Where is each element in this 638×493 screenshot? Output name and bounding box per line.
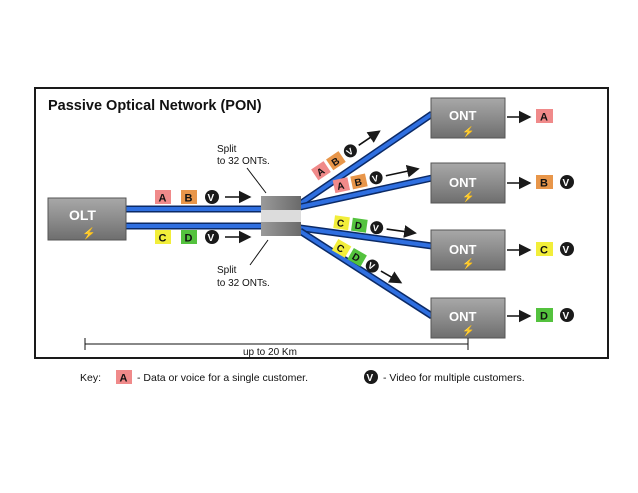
key-video-badge: V <box>367 373 374 384</box>
split-label-top-line1: Split <box>217 144 237 155</box>
split-label-bottom-line2: to 32 ONTs. <box>217 278 270 289</box>
split-label-top-line2: to 32 ONTs. <box>217 156 270 167</box>
svg-text:B: B <box>540 178 548 190</box>
stream-ont-4: C D V <box>331 238 403 284</box>
svg-text:V: V <box>345 146 356 158</box>
distance-marker: up to 20 Km <box>84 338 469 358</box>
stream-ont-2: A B V <box>332 164 420 194</box>
lightning-icon: ⚡ <box>82 227 96 240</box>
ont-label: ONT <box>449 175 477 190</box>
distance-label: up to 20 Km <box>243 347 297 358</box>
svg-text:A: A <box>540 112 548 124</box>
svg-text:D: D <box>185 233 193 245</box>
svg-text:D: D <box>350 252 362 265</box>
ont-box-3: ONT ⚡ <box>430 229 506 271</box>
fiber-lines <box>125 111 434 319</box>
svg-text:V: V <box>563 245 570 256</box>
ont-label: ONT <box>449 242 477 257</box>
split-pointer-top <box>246 167 267 194</box>
ont-output-4: D V <box>507 308 574 323</box>
ont-output-2: B V <box>507 175 574 190</box>
olt-stream-bottom: C D V <box>155 230 252 245</box>
olt-label: OLT <box>69 207 96 223</box>
svg-text:C: C <box>159 233 167 245</box>
legend-key: Key: A - Data or voice for a single cust… <box>80 370 525 385</box>
svg-text:C: C <box>334 243 346 256</box>
diagram-title: Passive Optical Network (PON) <box>48 98 262 114</box>
lightning-icon: ⚡ <box>462 324 474 337</box>
svg-text:V: V <box>372 223 379 234</box>
svg-text:A: A <box>159 193 167 205</box>
lightning-icon: ⚡ <box>462 125 474 138</box>
svg-text:C: C <box>336 218 345 230</box>
svg-text:A: A <box>336 181 345 193</box>
splitter <box>261 196 301 236</box>
olt-box: OLT ⚡ <box>47 197 127 241</box>
ont-output-1: A <box>507 109 553 124</box>
svg-text:D: D <box>540 311 548 323</box>
key-video-desc: - Video for multiple customers. <box>383 372 525 384</box>
key-label: Key: <box>80 372 101 384</box>
key-data-badge: A <box>120 373 128 385</box>
lightning-icon: ⚡ <box>462 257 474 270</box>
svg-text:D: D <box>354 221 363 233</box>
svg-text:V: V <box>563 311 570 322</box>
lightning-icon: ⚡ <box>462 190 474 203</box>
svg-text:V: V <box>208 193 215 204</box>
svg-text:V: V <box>371 173 379 184</box>
olt-stream-top: A B V <box>155 190 252 205</box>
stream-ont-3: C D V <box>333 215 417 238</box>
svg-text:V: V <box>208 233 215 244</box>
key-data-desc: - Data or voice for a single customer. <box>137 372 308 384</box>
svg-text:V: V <box>563 178 570 189</box>
ont-box-1: ONT ⚡ <box>430 97 506 139</box>
svg-text:V: V <box>366 260 376 272</box>
ont-box-2: ONT ⚡ <box>430 162 506 204</box>
ont-box-4: ONT ⚡ <box>430 297 506 339</box>
split-label-bottom-line1: Split <box>217 265 237 276</box>
svg-text:C: C <box>540 245 548 257</box>
split-pointer-bottom <box>249 239 269 266</box>
svg-text:B: B <box>185 193 193 205</box>
stream-ont-1: A B V <box>311 130 381 181</box>
ont-label: ONT <box>449 309 477 324</box>
svg-text:B: B <box>354 177 363 189</box>
ont-output-3: C V <box>507 242 574 257</box>
ont-label: ONT <box>449 108 477 123</box>
